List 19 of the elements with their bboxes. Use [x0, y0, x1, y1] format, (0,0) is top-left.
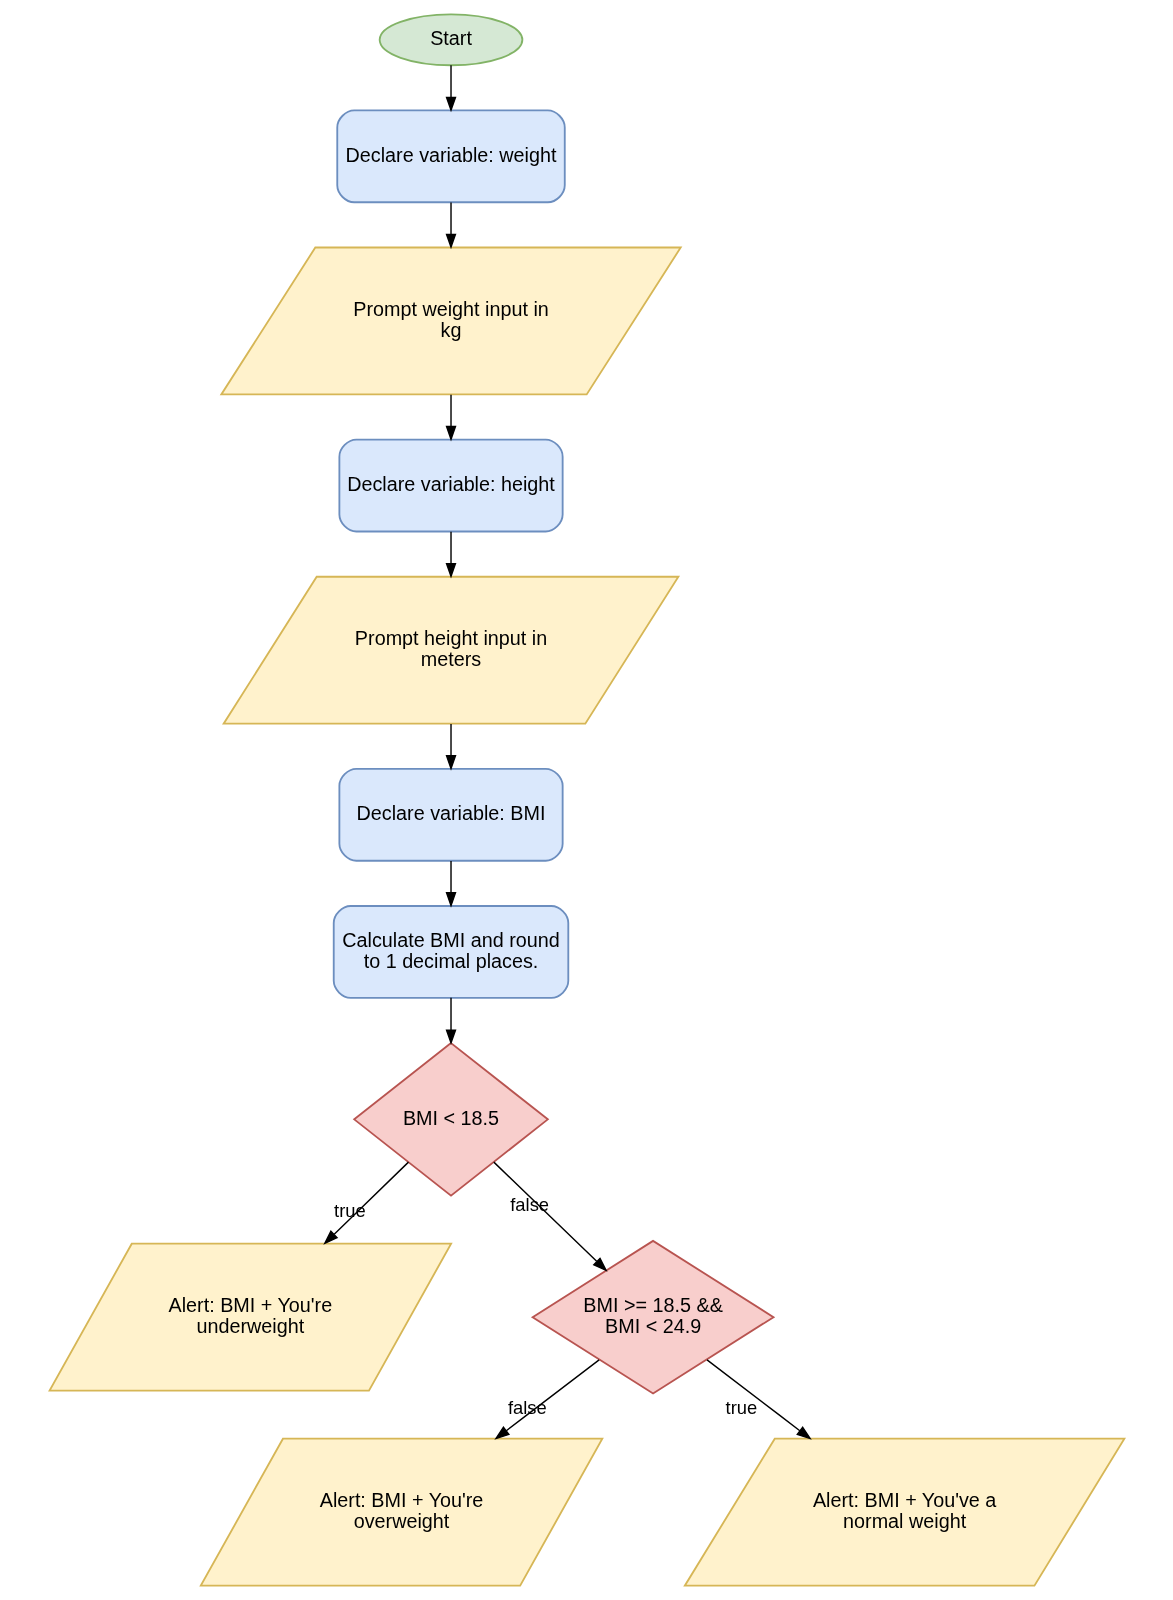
- node-box: Declare variable: weight: [335, 109, 566, 204]
- arrow: [705, 1359, 812, 1440]
- edge-label: true: [725, 1396, 757, 1418]
- arrow: [445, 530, 456, 579]
- arrow: [445, 997, 456, 1046]
- node-box: Declare variable: height: [337, 438, 564, 533]
- node-box: Calculate BMI and round to 1 decimal places.: [332, 905, 569, 999]
- node-ellipse: Start: [378, 13, 523, 67]
- arrow: [322, 1161, 409, 1245]
- arrow: [445, 723, 456, 771]
- arrow: [492, 1161, 608, 1272]
- arrow: [493, 1359, 600, 1440]
- node-diamond: BMI >= 18.5 && BMI < 24.9: [530, 1239, 775, 1395]
- arrow: [445, 201, 456, 250]
- node-diamond: BMI < 18.5: [352, 1041, 549, 1197]
- node-box: Declare variable: BMI: [337, 768, 564, 862]
- arrow: [445, 64, 456, 113]
- arrow: [445, 860, 456, 908]
- arrow: [445, 394, 456, 442]
